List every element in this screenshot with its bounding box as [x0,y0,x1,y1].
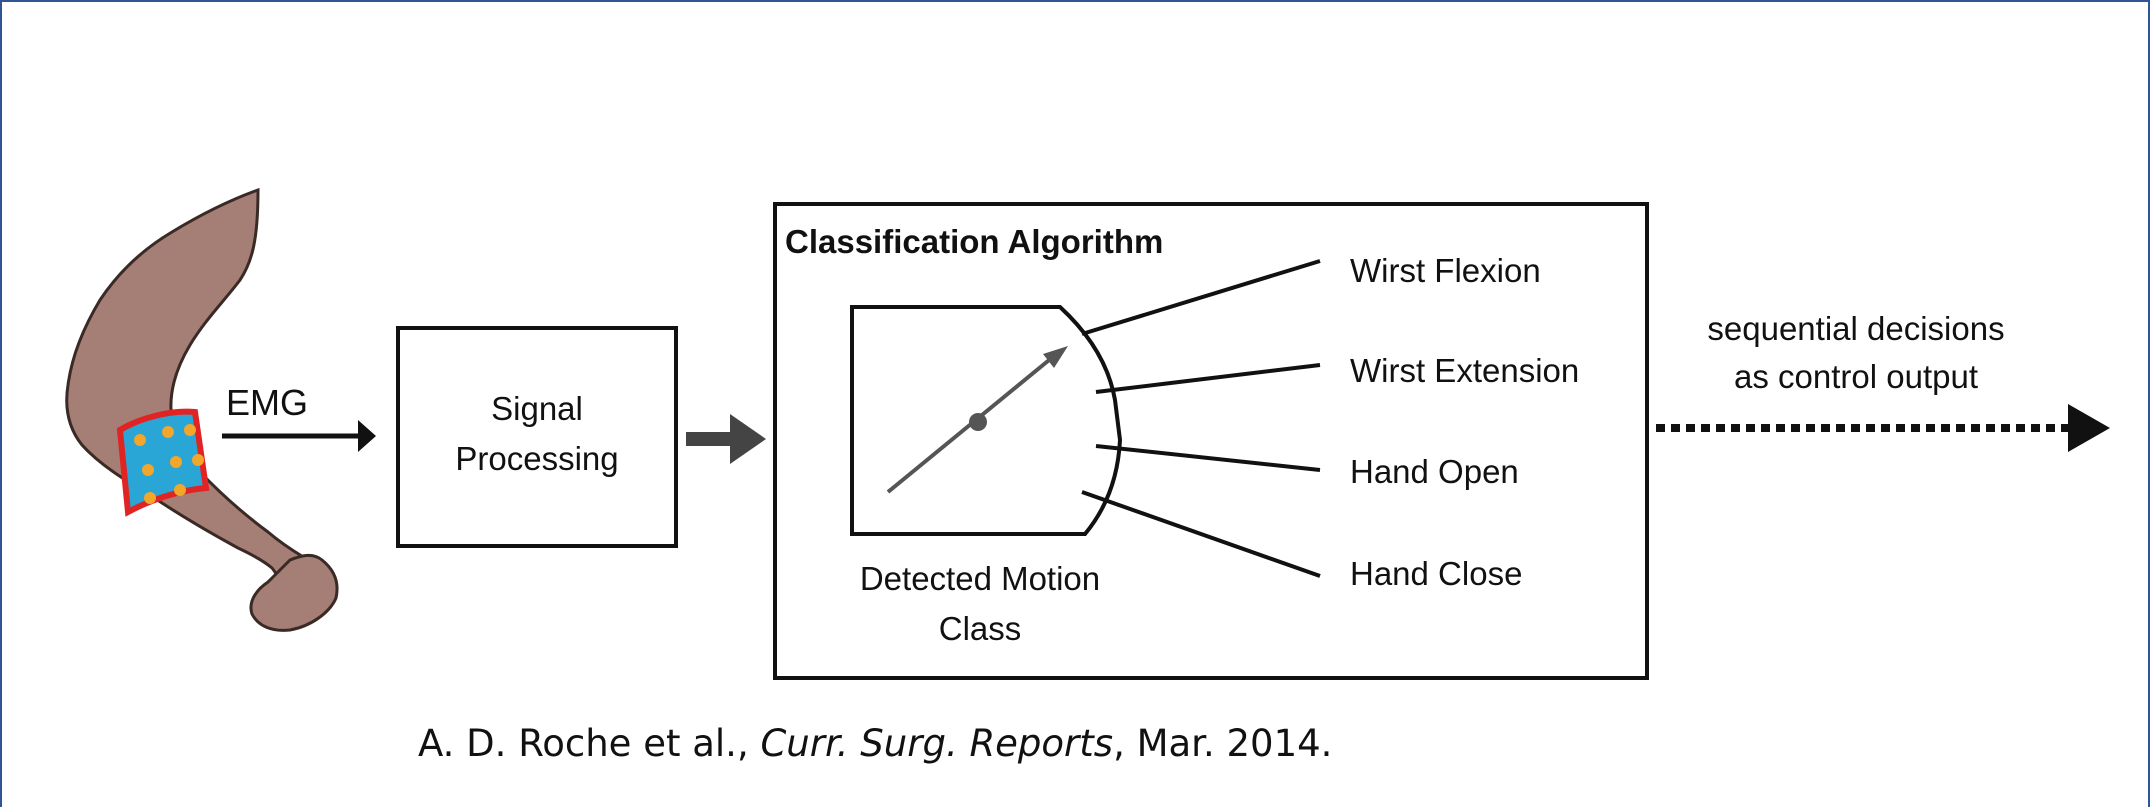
electrode-dot [134,434,146,446]
citation-authors: A. D. Roche et al., [418,722,761,765]
output-label-hand-close: Hand Close [1350,555,1522,592]
citation: A. D. Roche et al., Curr. Surg. Reports,… [418,722,1332,765]
signal-processing-box [396,326,678,548]
motion-vector-origin [969,413,987,431]
electrode-dots [134,424,204,504]
signal-processing-line1: Signal [491,390,583,427]
emg-arrow-head [358,420,376,452]
electrode-dot [174,484,186,496]
citation-date: , Mar. 2014. [1113,722,1333,765]
electrode-dot [142,464,154,476]
motion-vector-head [1043,346,1068,368]
hand-shape [249,553,339,632]
output-label-wrist-flexion: Wirst Flexion [1350,252,1541,289]
control-output-line2: as control output [1734,358,1978,395]
emg-label: EMG [226,382,308,423]
signal-processing-line2: Processing [455,440,618,477]
processing-arrow-head [730,414,766,464]
citation-journal: Curr. Surg. Reports [760,722,1114,765]
control-output-line1: sequential decisions [1707,310,2004,347]
output-line-close [1081,490,1321,578]
detected-motion-line1: Detected Motion [860,560,1100,597]
output-line-open [1095,444,1321,472]
detected-motion-line2: Class [939,610,1022,647]
output-label-hand-open: Hand Open [1350,453,1519,490]
electrode-dot [144,492,156,504]
output-label-wrist-extension: Wirst Extension [1350,352,1579,389]
electrode-dot [184,424,196,436]
arm-illustration [65,187,339,632]
electrode-dot [170,456,182,468]
output-line-extension [1095,363,1321,394]
electrode-dot [192,454,204,466]
classification-title: Classification Algorithm [785,223,1163,260]
processing-arrow-shaft [686,432,734,446]
output-line-flexion [1081,259,1321,336]
electrode-dot [162,426,174,438]
control-output-arrow-head [2068,404,2110,452]
